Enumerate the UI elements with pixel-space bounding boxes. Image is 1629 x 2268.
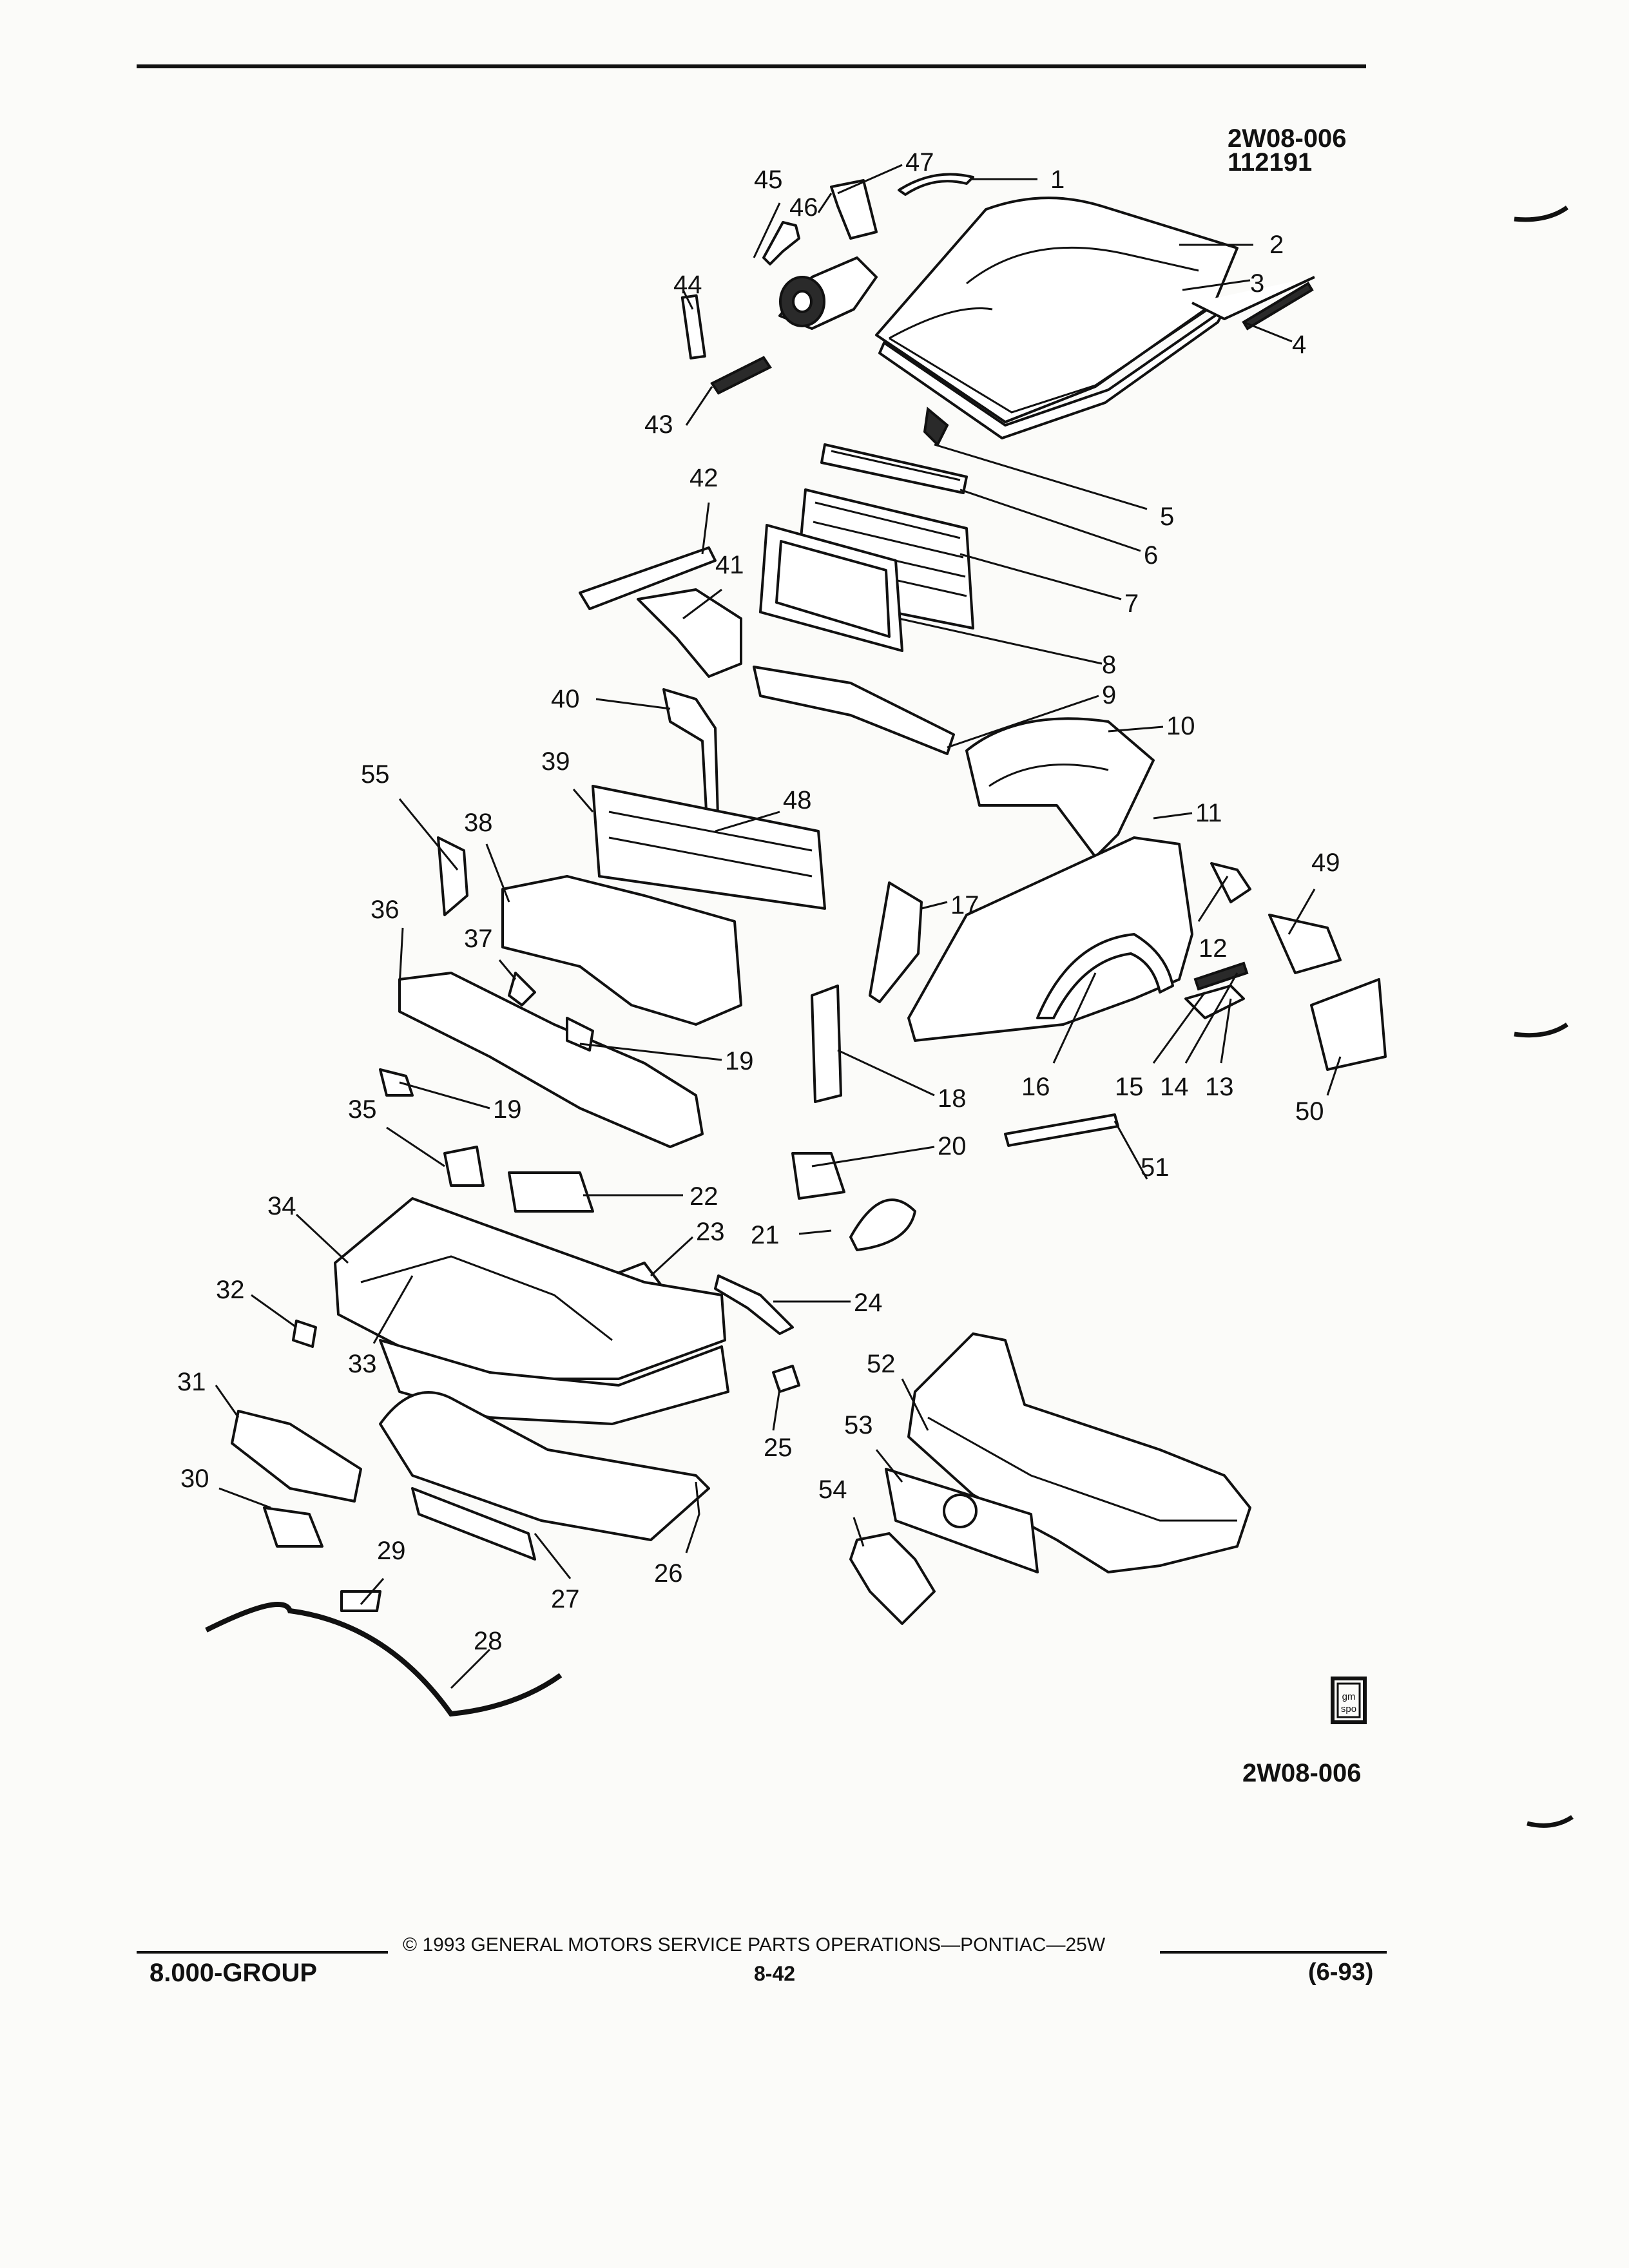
footer-copyright: © 1993 GENERAL MOTORS SERVICE PARTS OPER…	[403, 1934, 1106, 1956]
callout-30: 30	[180, 1465, 209, 1493]
callout-16: 16	[1021, 1073, 1050, 1101]
callout-45: 45	[754, 166, 783, 194]
callout-40: 40	[551, 685, 580, 713]
callout-7: 7	[1124, 590, 1139, 618]
binding-mark	[1514, 206, 1569, 222]
callout-47: 47	[905, 148, 934, 177]
callout-11: 11	[1195, 799, 1222, 827]
footer-page: 8-42	[754, 1962, 796, 1985]
top-rule	[137, 64, 1366, 68]
callout-24: 24	[854, 1289, 883, 1317]
callout-14: 14	[1160, 1073, 1189, 1101]
callout-41: 41	[715, 551, 744, 579]
figure-id: 2W08-006	[1228, 124, 1347, 153]
binding-mark	[1527, 1815, 1574, 1828]
callout-33: 33	[348, 1350, 377, 1378]
callout-34: 34	[267, 1192, 296, 1220]
callout-38: 38	[464, 809, 493, 837]
callout-28: 28	[474, 1627, 503, 1655]
front-fender-assembly	[811, 717, 1251, 1103]
callout-29: 29	[377, 1537, 406, 1565]
callout-53: 53	[844, 1411, 873, 1439]
callout-5: 5	[1160, 503, 1174, 531]
figure-date: 112191	[1228, 148, 1312, 177]
callout-43: 43	[644, 410, 673, 439]
callout-50: 50	[1295, 1097, 1324, 1126]
footer-date: (6-93)	[1308, 1959, 1374, 1986]
callout-55: 55	[361, 760, 390, 789]
callout-27: 27	[551, 1585, 580, 1613]
callout-2: 2	[1269, 231, 1284, 259]
callout-39: 39	[541, 747, 570, 776]
leader-lines	[215, 164, 1342, 1689]
hood-latch-and-support	[820, 407, 968, 494]
hood-assembly	[762, 173, 1315, 439]
callout-51: 51	[1141, 1153, 1170, 1182]
callout-36: 36	[371, 896, 400, 924]
callout-54: 54	[818, 1475, 847, 1504]
callout-8: 8	[1102, 651, 1116, 679]
callout-26: 26	[654, 1559, 683, 1588]
callout-48: 48	[783, 786, 812, 814]
callout-31: 31	[177, 1368, 206, 1396]
hood-strut-and-insulator	[680, 256, 878, 395]
callout-19: 19	[725, 1047, 754, 1075]
callout-21: 21	[751, 1221, 780, 1249]
callout-19b: 19	[493, 1095, 522, 1124]
footer-rule-right	[1160, 1951, 1387, 1954]
callout-20: 20	[938, 1132, 967, 1160]
gm-spo-logo: gm spo	[1331, 1677, 1367, 1724]
callout-15: 15	[1115, 1073, 1144, 1101]
callout-10: 10	[1166, 712, 1195, 740]
callout-23: 23	[696, 1218, 725, 1246]
binding-mark	[1514, 1023, 1568, 1038]
callout-44: 44	[673, 271, 702, 299]
callout-18: 18	[938, 1084, 967, 1113]
logo-text-gm: gm	[1342, 1691, 1356, 1702]
radiator-and-condenser	[759, 488, 974, 652]
callout-32: 32	[216, 1276, 245, 1304]
callout-22: 22	[689, 1182, 718, 1211]
callout-52: 52	[867, 1350, 896, 1378]
callout-1: 1	[1050, 166, 1065, 194]
rear-bumper	[772, 1332, 1251, 1625]
front-bumper-fascia	[205, 1197, 729, 1717]
callout-13: 13	[1205, 1073, 1234, 1101]
callout-49: 49	[1311, 849, 1340, 877]
callout-46: 46	[789, 193, 818, 222]
callout-3: 3	[1250, 269, 1264, 298]
headlamp-and-grille-supports	[379, 785, 826, 1148]
footer-rule-left	[137, 1951, 388, 1954]
callout-9: 9	[1102, 681, 1116, 709]
logo-text-spo: spo	[1341, 1704, 1356, 1715]
bottom-figure-id: 2W08-006	[1242, 1759, 1362, 1787]
callout-12: 12	[1199, 934, 1228, 963]
callout-4: 4	[1292, 331, 1306, 359]
callout-17: 17	[950, 891, 979, 919]
callout-37: 37	[464, 925, 493, 953]
radiator-brackets	[579, 546, 955, 858]
callout-35: 35	[348, 1095, 377, 1124]
callout-6: 6	[1144, 541, 1158, 570]
callout-42: 42	[689, 464, 718, 492]
callout-25: 25	[764, 1434, 793, 1462]
footer-group: 8.000-GROUP	[149, 1959, 318, 1987]
callouts: 1 2 3 4 5 6 7 8 9 10 11 12 13 14 15 16 1…	[177, 148, 1340, 1655]
